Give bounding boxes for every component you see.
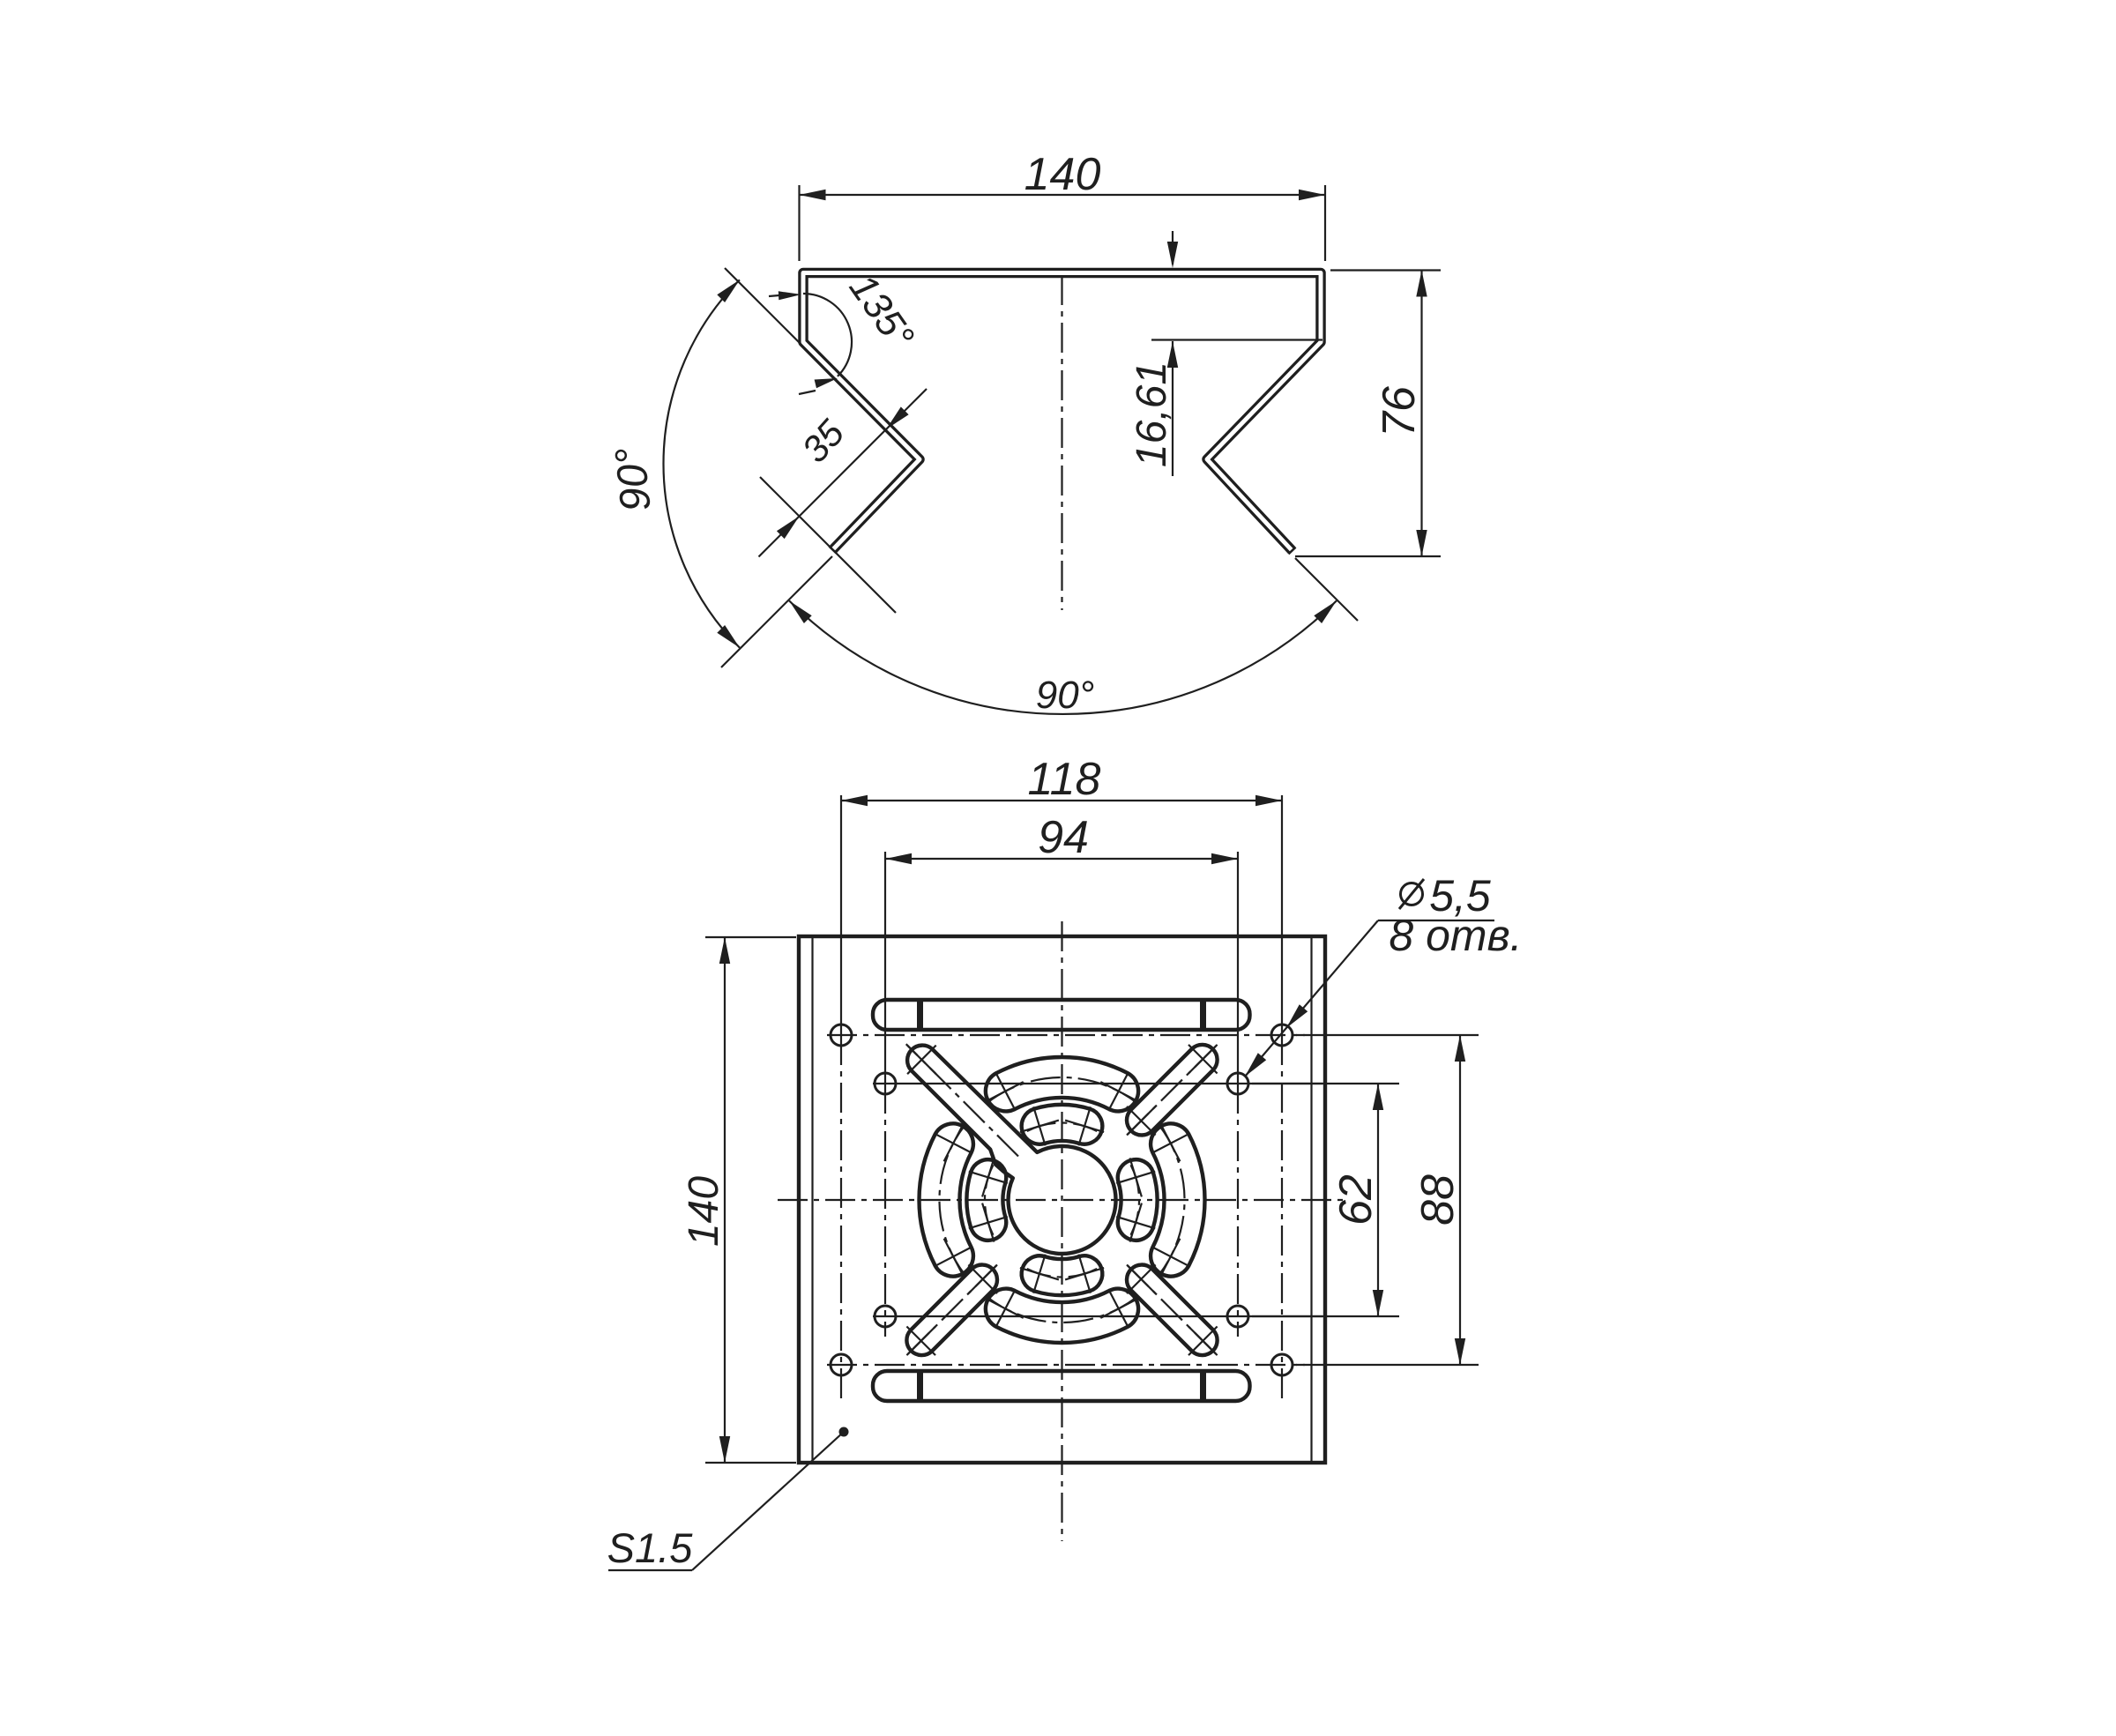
svg-text:90°: 90° xyxy=(607,445,659,514)
svg-text:76: 76 xyxy=(1374,386,1425,437)
svg-text:88: 88 xyxy=(1412,1174,1464,1226)
svg-text:140: 140 xyxy=(1024,149,1101,200)
svg-text:16,61: 16,61 xyxy=(1129,361,1175,467)
svg-text:S1.5: S1.5 xyxy=(607,1524,694,1571)
svg-text:94: 94 xyxy=(1038,812,1089,863)
svg-text:62: 62 xyxy=(1330,1174,1382,1226)
svg-text:140: 140 xyxy=(681,1176,727,1247)
svg-text:90°: 90° xyxy=(1036,674,1095,717)
svg-text:8 отв.: 8 отв. xyxy=(1389,911,1522,960)
svg-text:5,5: 5,5 xyxy=(1429,871,1491,920)
svg-text:118: 118 xyxy=(1028,754,1101,805)
